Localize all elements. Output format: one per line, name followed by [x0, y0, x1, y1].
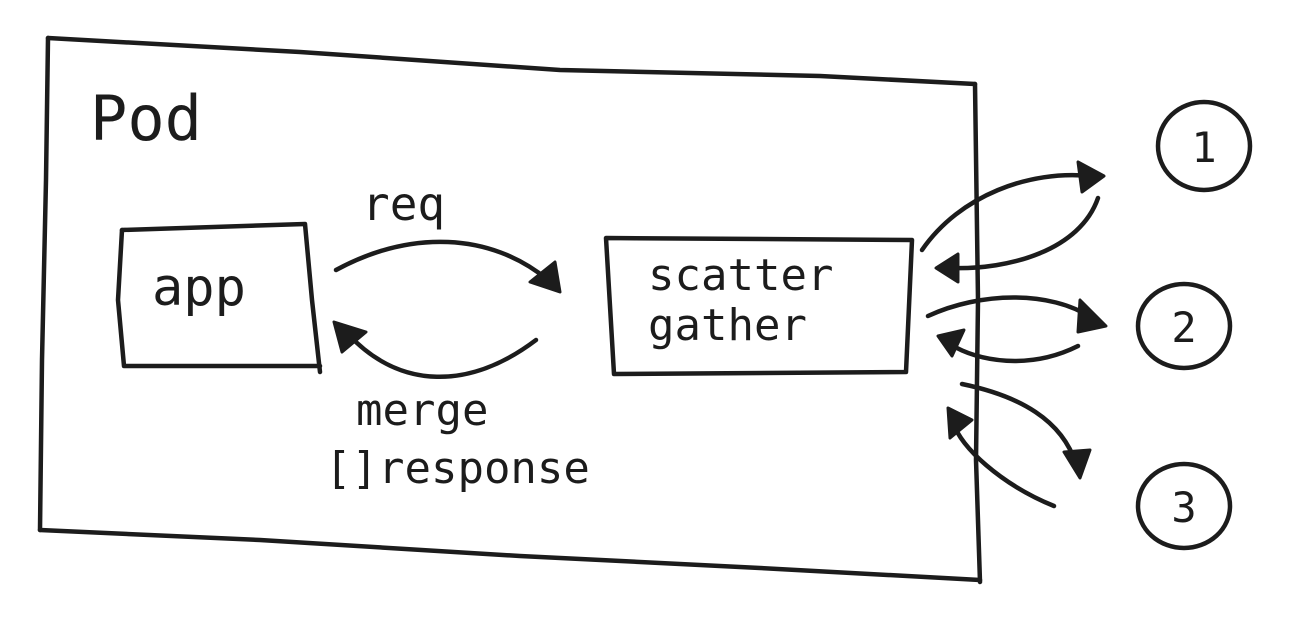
replica-2: 2 [1135, 281, 1233, 371]
gather-label: gather [648, 300, 807, 351]
request-label: req [362, 177, 445, 231]
scatter-label: scatter [648, 250, 833, 301]
pod-label: Pod [90, 82, 202, 155]
scatter-gather-box [603, 235, 915, 377]
response-label: []response [325, 443, 590, 494]
replica-2-arrows [925, 295, 1108, 364]
request-arrow [333, 239, 562, 294]
replica-3-label: 3 [1171, 483, 1196, 532]
replica-2-label: 2 [1171, 303, 1196, 352]
merge-arrow [332, 320, 539, 379]
replica-1: 1 [1155, 99, 1253, 193]
replica-3-arrows [946, 381, 1092, 509]
replica-1-arrows [919, 160, 1106, 284]
merge-label: merge [356, 385, 488, 436]
app-label: app [152, 258, 246, 318]
replica-1-label: 1 [1191, 123, 1216, 172]
app-box [115, 221, 323, 375]
replica-3: 3 [1135, 461, 1233, 551]
pod-container [37, 35, 983, 585]
